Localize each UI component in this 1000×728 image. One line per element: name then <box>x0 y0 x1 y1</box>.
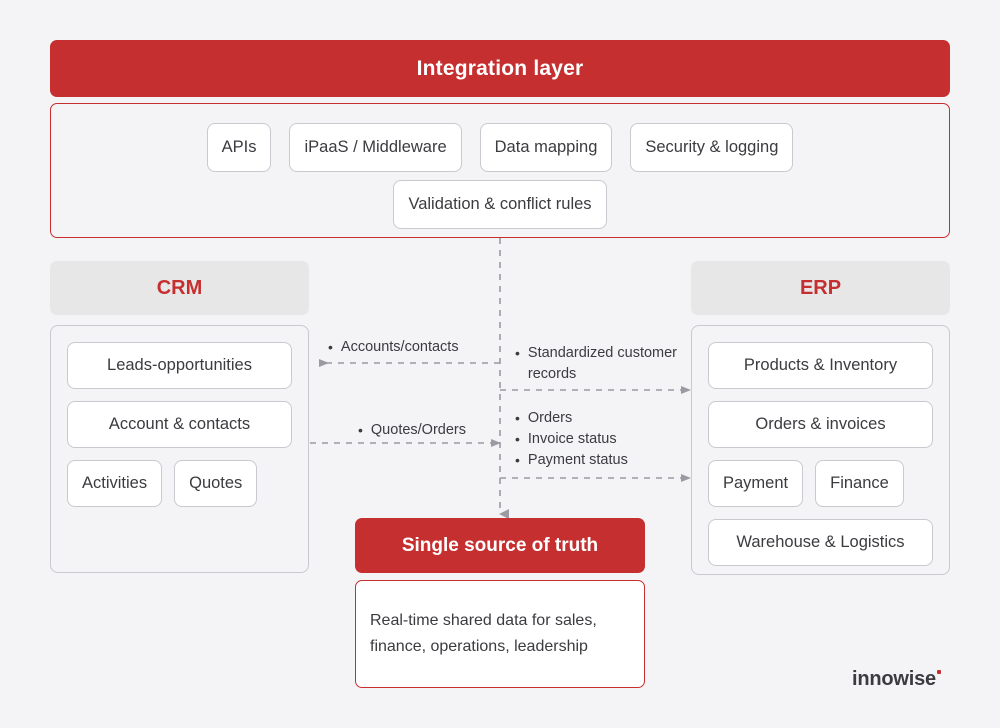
flow-label-quotes-orders: • Quotes/Orders <box>358 420 466 441</box>
erp-chip-warehouse-logistics[interactable]: Warehouse & Logistics <box>708 519 933 566</box>
innowise-logo: innowise <box>852 668 941 691</box>
crm-chip-account-contacts[interactable]: Account & contacts <box>67 401 292 448</box>
flow-bullet: • Payment status <box>515 450 628 471</box>
crm-header-label: CRM <box>156 276 203 299</box>
crm-column-header: CRM <box>50 261 309 315</box>
bullet-dot-icon: • <box>515 410 520 426</box>
erp-row: Products & Inventory <box>708 342 933 389</box>
erp-row: Orders & invoices <box>708 401 933 448</box>
single-source-of-truth-banner: Single source of truth <box>355 518 645 573</box>
flow-label-standardized-records: • Standardized customer records <box>515 343 685 385</box>
bullet-dot-icon: • <box>515 431 520 447</box>
erp-column-header: ERP <box>691 261 950 315</box>
integration-layer-title: Integration layer <box>416 56 584 80</box>
bullet-dot-icon: • <box>358 422 363 438</box>
integration-chip-ipaas-middleware[interactable]: iPaaS / Middleware <box>289 123 462 172</box>
innowise-logo-text: innowise <box>852 668 936 690</box>
single-source-of-truth-title: Single source of truth <box>401 534 599 556</box>
logo-dot-icon <box>936 670 941 674</box>
erp-row: Payment Finance <box>708 460 933 507</box>
integration-capability-row-2: Validation & conflict rules <box>51 180 949 229</box>
erp-chip-payment[interactable]: Payment <box>708 460 804 507</box>
integration-layer-banner: Integration layer <box>50 40 950 97</box>
bullet-dot-icon: • <box>515 345 520 361</box>
integration-chip-data-mapping[interactable]: Data mapping <box>479 123 613 172</box>
integration-chip-validation-conflict-rules[interactable]: Validation & conflict rules <box>393 180 607 229</box>
erp-header-label: ERP <box>799 276 842 299</box>
single-source-of-truth-description: Real-time shared data for sales, finance… <box>355 580 645 688</box>
flow-bullet-text: Orders <box>527 410 573 426</box>
flow-bullet-text: Payment status <box>527 452 628 468</box>
crm-column-body: Leads-opportunities Account & contacts A… <box>50 325 309 573</box>
flow-bullet: • Accounts/contacts <box>328 337 459 358</box>
erp-chip-products-inventory[interactable]: Products & Inventory <box>708 342 933 389</box>
integration-capability-row-1: APIs iPaaS / Middleware Data mapping Sec… <box>51 123 949 172</box>
flow-bullet-text: Accounts/contacts <box>340 339 459 355</box>
crm-chip-leads-opportunities[interactable]: Leads-opportunities <box>67 342 292 389</box>
crm-chip-activities[interactable]: Activities <box>67 460 163 507</box>
erp-column-body: Products & Inventory Orders & invoices P… <box>691 325 950 575</box>
bullet-dot-icon: • <box>515 452 520 468</box>
flow-bullet: • Standardized customer records <box>515 343 685 385</box>
crm-row: Account & contacts <box>67 401 292 448</box>
erp-chip-orders-invoices[interactable]: Orders & invoices <box>708 401 933 448</box>
flow-bullet: • Quotes/Orders <box>358 420 466 441</box>
flow-bullet-text: Invoice status <box>527 431 617 447</box>
integration-chip-security-logging[interactable]: Security & logging <box>630 123 794 172</box>
crm-chip-quotes[interactable]: Quotes <box>174 460 258 507</box>
erp-chip-finance[interactable]: Finance <box>815 460 904 507</box>
bullet-dot-icon: • <box>328 339 333 355</box>
flow-bullet: • Invoice status <box>515 429 628 450</box>
flow-bullet-text: Standardized customer records <box>527 345 678 382</box>
flow-label-order-status: • Orders • Invoice status • Payment stat… <box>515 408 628 471</box>
crm-row: Leads-opportunities <box>67 342 292 389</box>
flow-label-accounts-contacts: • Accounts/contacts <box>328 337 459 358</box>
crm-row: Activities Quotes <box>67 460 292 507</box>
erp-row: Warehouse & Logistics <box>708 519 933 566</box>
integration-chip-apis[interactable]: APIs <box>206 123 272 172</box>
flow-bullet-text: Quotes/Orders <box>370 422 466 438</box>
flow-bullet: • Orders <box>515 408 628 429</box>
integration-layer-box: APIs iPaaS / Middleware Data mapping Sec… <box>50 103 950 238</box>
